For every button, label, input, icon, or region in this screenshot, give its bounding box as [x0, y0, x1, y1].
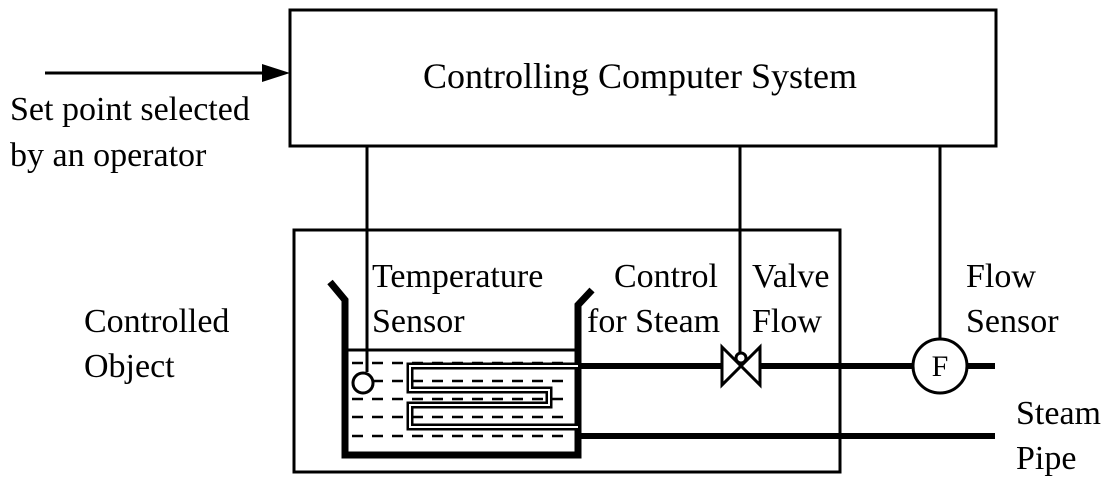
computer-system-label: Controlling Computer System — [423, 56, 857, 96]
temperature-sensor-label-line2: Sensor — [372, 303, 465, 340]
control-valve-label-line1a: Control — [614, 258, 718, 295]
vessel — [327, 279, 595, 459]
setpoint-arrowhead — [262, 64, 290, 82]
temperature-sensor-label-line1: Temperature — [372, 258, 543, 295]
control-valve-actuator — [734, 351, 748, 365]
flow-sensor-symbol — [911, 337, 969, 395]
computer-system-box — [288, 8, 998, 148]
temperature-sensor-symbol — [351, 371, 375, 395]
heating-coil-inner — [409, 365, 578, 428]
control-valve-label-line1b: Valve — [752, 258, 829, 295]
steam-pipe-label-line2: Pipe — [1016, 440, 1076, 477]
setpoint-label-line2: by an operator — [10, 137, 207, 174]
control-valve-symbol — [720, 343, 762, 389]
setpoint-label-line1: Set point selected — [10, 91, 250, 128]
steam-pipe-label-line1: Steam — [1016, 395, 1101, 432]
flow-sensor-label-line1: Flow — [966, 258, 1036, 295]
flow-sensor-label-line2: Sensor — [966, 303, 1059, 340]
control-valve-label-line2a: for Steam — [587, 303, 720, 340]
control-valve-label-line2b: Flow — [752, 303, 822, 340]
flow-sensor-letter: F — [932, 350, 949, 383]
controlled-object-box — [292, 228, 842, 474]
controlled-object-label-line1: Controlled — [84, 303, 229, 340]
controlled-object-label-line2: Object — [84, 348, 175, 385]
